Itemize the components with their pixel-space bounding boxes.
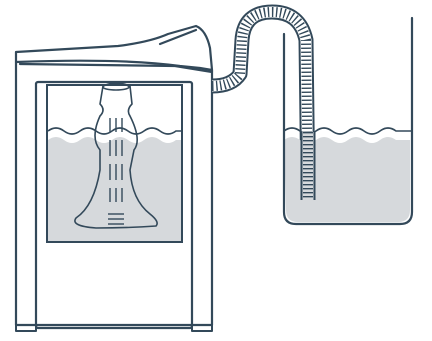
washer-lid-edge bbox=[20, 64, 212, 72]
